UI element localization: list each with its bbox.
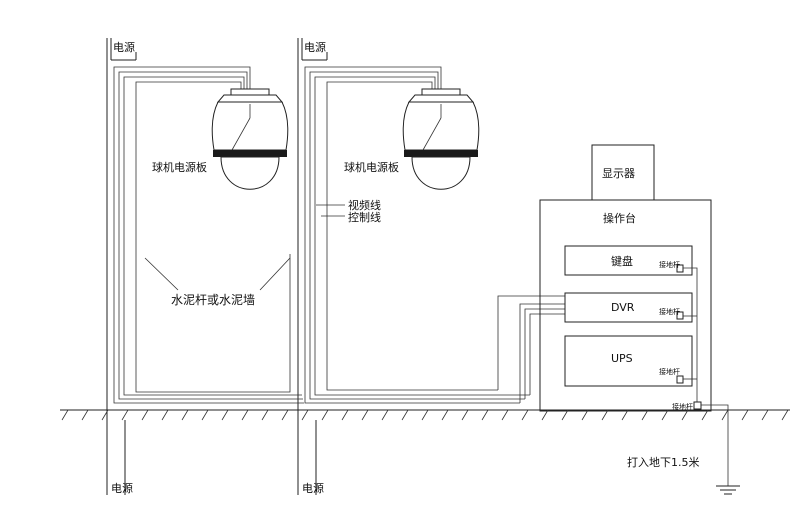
ground-hatch — [681, 409, 689, 421]
ground-hatch — [601, 409, 609, 421]
dome-power-board-label-left: 球机电源板 — [152, 160, 207, 174]
ground-hatch — [381, 409, 389, 421]
ground-hatch — [401, 409, 409, 421]
ground-hatch — [461, 409, 469, 421]
right-pole — [297, 38, 328, 495]
ground-hatch — [341, 409, 349, 421]
ground-line — [60, 409, 790, 421]
ground-hatch — [761, 409, 769, 421]
ground-hatch — [261, 409, 269, 421]
ground-rod-label-ups: 接地杆 — [659, 367, 680, 376]
power-label-left-bottom: 电源 — [111, 481, 133, 495]
ground-hatch — [81, 409, 89, 421]
pole-or-wall-label: 水泥杆或水泥墙 — [171, 293, 255, 307]
ground-hatch — [101, 409, 109, 421]
control-cable-label: 控制线 — [348, 210, 381, 224]
ground-hatch — [181, 409, 189, 421]
ground-hatch — [221, 409, 229, 421]
power-label-left-top: 电源 — [113, 40, 135, 54]
ground-hatch — [481, 409, 489, 421]
ground-hatch — [781, 409, 789, 421]
ground-hatch — [201, 409, 209, 421]
ground-hatch — [161, 409, 169, 421]
ground-hatch — [621, 409, 629, 421]
ground-hatch — [61, 409, 69, 421]
ground-hatch — [301, 409, 309, 421]
earth-ground-icon — [716, 485, 740, 495]
ground-hatch — [281, 409, 289, 421]
ground-hatch — [661, 409, 669, 421]
ground-hatch — [141, 409, 149, 421]
console — [539, 144, 712, 412]
dome-camera-right-icon — [402, 88, 480, 190]
ups-label: UPS — [611, 352, 633, 365]
power-label-right-top: 电源 — [304, 40, 326, 54]
power-label-right-bottom: 电源 — [302, 481, 324, 495]
ground-hatch — [441, 409, 449, 421]
ground-hatch — [241, 409, 249, 421]
ground-hatch — [561, 409, 569, 421]
ground-hatch — [321, 409, 329, 421]
keyboard-label: 键盘 — [611, 254, 633, 268]
monitor-label: 显示器 — [602, 167, 635, 180]
ground-hatch — [121, 409, 129, 421]
ground-hatch — [421, 409, 429, 421]
right-cable-bundle — [304, 66, 530, 404]
ground-rod-label-dvr: 接地杆 — [659, 307, 680, 316]
dome-camera-left-icon — [211, 88, 289, 190]
labels: 电源 电源 电源 电源 球机电源板 球机电源板 视频线 控制线 水泥杆或水泥墙 … — [111, 40, 700, 495]
ground-rod-label-main: 接地杆 — [672, 402, 693, 411]
ground-hatch — [701, 409, 709, 421]
console-label: 操作台 — [603, 211, 636, 225]
ground-hatch — [721, 409, 729, 421]
grounding — [676, 264, 729, 486]
dvr-label: DVR — [611, 301, 635, 314]
ground-hatch — [541, 409, 549, 421]
dome-power-board-label-right: 球机电源板 — [344, 160, 399, 174]
left-pole — [106, 38, 137, 495]
ground-hatch — [501, 409, 509, 421]
ground-hatch — [361, 409, 369, 421]
leader-lines — [144, 204, 345, 291]
ground-hatch — [741, 409, 749, 421]
ground-hatch — [581, 409, 589, 421]
ground-hatch — [641, 409, 649, 421]
ground-hatch — [521, 409, 529, 421]
video-cable-label: 视频线 — [348, 198, 381, 212]
console-cables — [497, 295, 565, 403]
ground-rod-label-keyboard: 接地杆 — [659, 260, 680, 269]
ground-depth-label: 打入地下1.5米 — [627, 455, 700, 469]
